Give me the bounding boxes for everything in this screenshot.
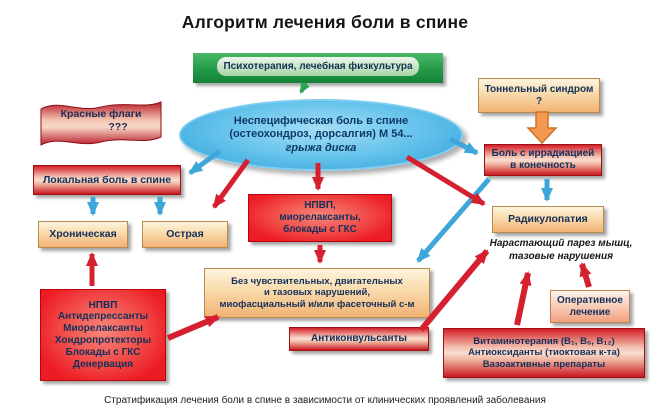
note-paresis: Нарастающий парез мышц, тазовые нарушени… xyxy=(489,238,633,262)
node-red-flags-label: Красные флаги ??? xyxy=(60,108,142,134)
diagram-caption: Стратификация лечения боли в спине в зав… xyxy=(104,395,546,406)
arrow-surgery-to-paresis-note xyxy=(579,262,592,288)
node-left-treatments: НПВП Антидепрессанты Миорелаксанты Хондр… xyxy=(40,289,166,381)
node-nonspecific-back-pain: Неспецифическая боль в спине (остеохондр… xyxy=(179,99,463,171)
arrow-psychotherapy-to-central xyxy=(299,81,310,94)
arrow-central-to-acute xyxy=(211,158,251,209)
node-local-back-pain: Локальная боль в спине xyxy=(33,165,181,195)
node-chronic: Хроническая xyxy=(38,221,128,248)
node-red-flags: Красные флаги ??? xyxy=(37,99,165,149)
block-arrow-tunnel-to-radiating xyxy=(526,111,558,145)
arrow-vitamins-to-paresis-note xyxy=(514,271,532,326)
node-tunnel-syndrome: Тоннельный синдром ? xyxy=(478,78,600,113)
node-radiculopathy: Радикулопатия xyxy=(492,206,604,233)
page-title: Алгоритм лечения боли в спине xyxy=(181,12,469,32)
node-acute: Острая xyxy=(142,221,228,248)
node-pain-radiating-to-limb: Боль с иррадиацией в конечность xyxy=(484,144,602,176)
node-psychotherapy: Психотерапия, лечебная физкультура xyxy=(193,53,443,83)
arrow-central-to-radiculopathy xyxy=(405,154,486,207)
arrow-left-treatments-to-no-disorders xyxy=(166,314,220,341)
node-vitamins: Витаминотерапия (В₁, В₆, В₁₂) Антиоксида… xyxy=(443,328,645,378)
node-anticonvulsants: Антиконвульсанты xyxy=(289,327,429,351)
node-psychotherapy-label: Психотерапия, лечебная физкультура xyxy=(217,57,419,76)
red-flag-ribbon-shape xyxy=(40,101,162,146)
node-no-disorders: Без чувствительных, двигательных и тазов… xyxy=(204,268,430,318)
node-surgery: Оперативное лечение xyxy=(550,290,630,323)
node-nsaid-blockades: НПВП, миорелаксанты, блокады с ГКС xyxy=(248,194,392,242)
